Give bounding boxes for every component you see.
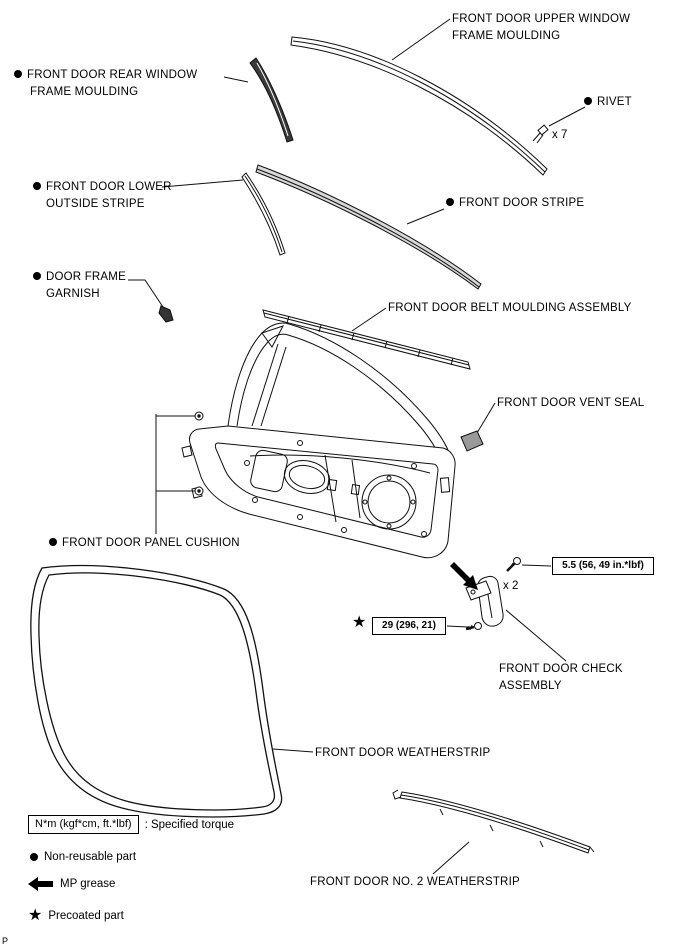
panel-cushion-parts — [155, 411, 204, 534]
upper-window-frame-moulding-part — [290, 36, 548, 176]
precoated-screw-icon — [465, 622, 482, 631]
non-reusable-bullet-icon — [49, 538, 57, 546]
precoated-star-icon: ★ — [28, 907, 43, 924]
legend-mp-grease: MP grease — [28, 877, 115, 891]
non-reusable-bullet-icon — [33, 272, 41, 280]
label-belt-moulding-assembly: FRONT DOOR BELT MOULDING ASSEMBLY — [388, 302, 632, 314]
door-panel-part — [181, 322, 456, 559]
torque-spec-precoated-bolt: 29 (296, 21) — [372, 617, 446, 635]
weatherstrip-part — [30, 564, 283, 818]
label-rear-window-frame-moulding: FRONT DOOR REAR WINDOW FRAME MOULDING — [14, 69, 197, 99]
label-check-assembly: FRONT DOOR CHECK ASSEMBLY — [499, 663, 623, 692]
lower-outside-stripe-part — [241, 172, 286, 256]
label-door-frame-garnish: DOOR FRAME GARNISH — [33, 271, 126, 301]
non-reusable-bullet-icon — [33, 182, 41, 190]
label-lower-outside-stripe: FRONT DOOR LOWER OUTSIDE STRIPE — [33, 181, 172, 211]
label-weatherstrip: FRONT DOOR WEATHERSTRIP — [315, 747, 491, 759]
leader-lines — [128, 18, 586, 875]
non-reusable-bullet-icon — [584, 97, 592, 105]
non-reusable-bullet-icon — [446, 198, 454, 206]
non-reusable-bullet-icon — [30, 853, 38, 861]
rivet-quantity: x 7 — [552, 129, 568, 141]
check-assembly-part — [465, 575, 504, 627]
grease-arrow-icon — [450, 562, 478, 590]
belt-moulding-part — [262, 309, 471, 370]
label-panel-cushion: FRONT DOOR PANEL CUSHION — [49, 537, 240, 550]
label-vent-seal: FRONT DOOR VENT SEAL — [497, 397, 645, 409]
torque-units-box: N*m (kgf*cm, ft.*lbf) — [28, 815, 139, 834]
front-door-stripe-part — [255, 164, 482, 290]
non-reusable-bullet-icon — [14, 70, 22, 78]
check-bolt-quantity: x 2 — [503, 580, 519, 592]
grease-arrow-icon — [28, 877, 53, 891]
label-front-door-stripe: FRONT DOOR STRIPE — [446, 197, 584, 210]
vent-seal-part — [460, 430, 484, 452]
legend-specified-torque: N*m (kgf*cm, ft.*lbf) : Specified torque — [28, 815, 234, 834]
legend-non-reusable: Non-reusable part — [30, 851, 136, 863]
page-corner-letter: P — [2, 936, 9, 946]
no2-weatherstrip-part — [392, 789, 595, 854]
precoated-star-icon: ★ — [352, 614, 367, 631]
label-rivet: RIVET — [584, 96, 632, 109]
door-frame-garnish-part — [158, 305, 174, 323]
label-upper-window-frame-moulding: FRONT DOOR UPPER WINDOW FRAME MOULDING — [452, 13, 631, 42]
torque-spec-check-bolt: 5.5 (56, 49 in.*lbf) — [552, 557, 654, 575]
rear-window-frame-moulding-part — [249, 57, 294, 143]
label-no2-weatherstrip: FRONT DOOR NO. 2 WEATHERSTRIP — [310, 876, 520, 888]
check-bolt-icon — [506, 557, 521, 572]
rivet-icon — [532, 124, 549, 144]
legend-precoated: ★ Precoated part — [28, 907, 124, 924]
